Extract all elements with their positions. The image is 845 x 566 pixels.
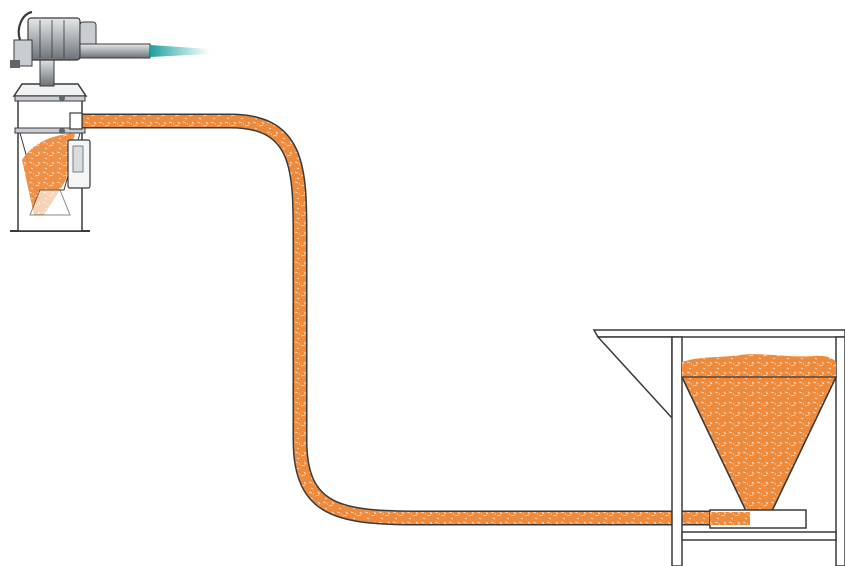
hose-material bbox=[80, 115, 710, 524]
control-handle bbox=[17, 10, 33, 41]
frame-crossbar bbox=[681, 531, 837, 541]
hopper-material bbox=[682, 354, 836, 515]
pickup-inlet-material bbox=[710, 512, 750, 525]
hopper-lid bbox=[592, 329, 845, 338]
conveying-hose bbox=[80, 113, 710, 526]
discharge-flap bbox=[29, 189, 71, 216]
hose-outline bbox=[80, 113, 710, 526]
frame-leg-right bbox=[835, 336, 845, 566]
bag-support bbox=[596, 336, 673, 420]
valve-block bbox=[13, 39, 33, 67]
clamp-knob-top bbox=[59, 95, 65, 101]
feed-hopper bbox=[592, 329, 845, 566]
vacuum-generator bbox=[10, 10, 151, 87]
level-sensor-window bbox=[72, 145, 84, 173]
vacuum-receiver bbox=[10, 83, 91, 232]
clamp-knob bbox=[59, 128, 65, 134]
air-fitting bbox=[10, 60, 20, 68]
exhaust-silencer bbox=[79, 43, 151, 59]
generator-stand bbox=[39, 57, 55, 87]
air-jet-icon bbox=[150, 45, 210, 57]
receiver-material bbox=[22, 133, 75, 215]
generator-body bbox=[27, 17, 81, 61]
frame-leg-left bbox=[671, 336, 683, 566]
compressed-air-jet bbox=[150, 45, 210, 57]
receiver-inlet bbox=[69, 112, 83, 130]
clamp-band-top bbox=[14, 95, 86, 102]
